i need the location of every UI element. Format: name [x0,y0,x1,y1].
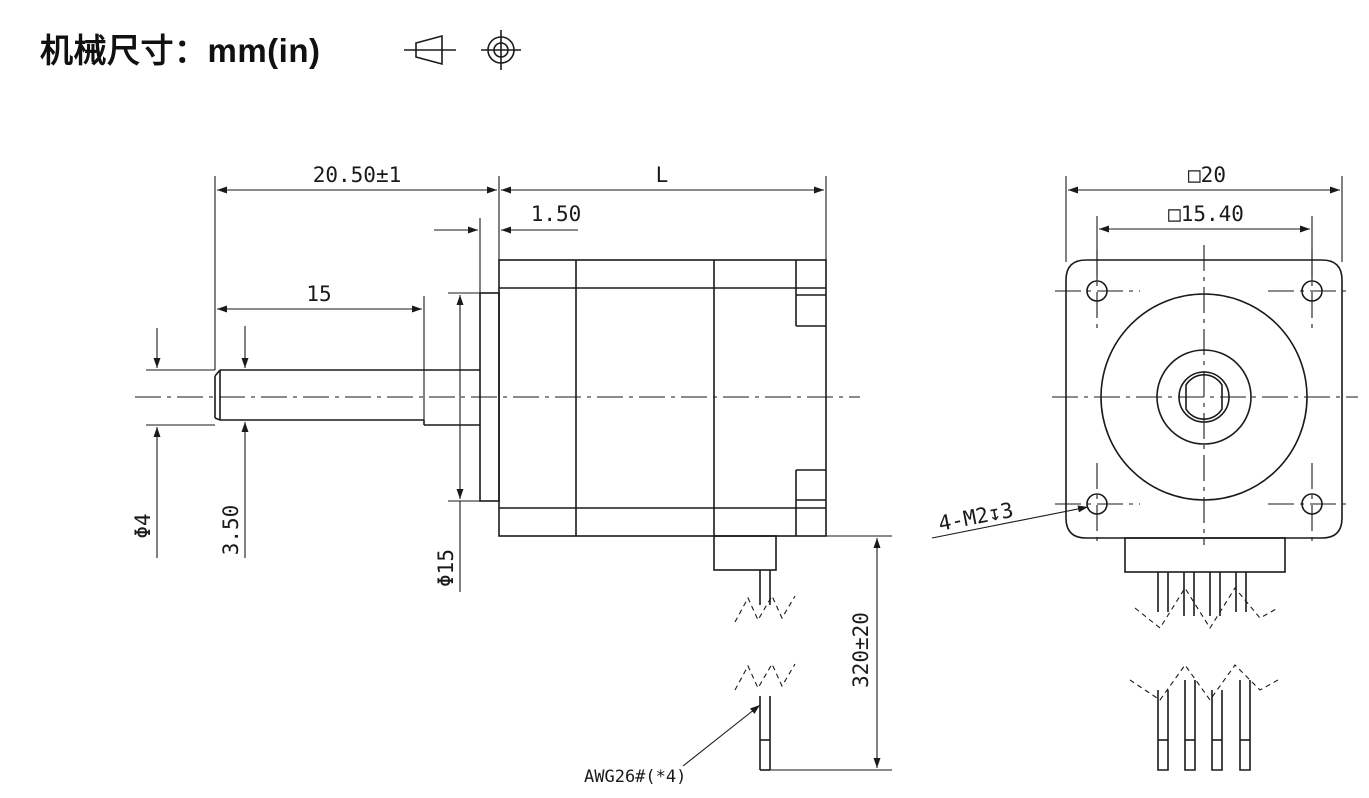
lead-wire [713,535,796,771]
motor-body [498,259,827,537]
dim-flat-length: 15 [217,282,425,420]
first-angle-projection-icon [404,30,521,70]
dim-hole-spacing: □15.40 [1096,202,1313,281]
motor-flange [1065,259,1343,539]
dim-boss-height-label: 1.50 [531,202,582,226]
front-view: □20 □15.40 4-M2↧3 [931,163,1358,771]
motor-shaft [214,369,480,426]
lead-ends [1129,664,1279,771]
side-view: 20.50±1 L 1.50 15 Φ4 [131,163,892,787]
dim-body-length: L [501,163,827,260]
dim-lead-length: 320±20 [770,535,892,771]
connector [1124,537,1286,630]
dim-shaft-diameter-label: Φ4 [131,513,155,538]
dim-shaft-diameter: Φ4 [131,328,215,558]
dim-body-length-label: L [656,163,669,187]
dim-shaft-length: 20.50±1 [214,163,500,370]
dim-boss-diameter: Φ15 [434,292,480,592]
dim-lead-length-label: 320±20 [849,612,873,688]
dim-flat-depth-label: 3.50 [219,505,243,556]
dim-boss-diameter-label: Φ15 [434,549,458,587]
dim-hole-spacing-label: □15.40 [1168,202,1244,226]
dim-flat-length-label: 15 [306,282,331,306]
shaft-flat [1185,374,1223,420]
wire-callout-label: AWG26#(*4) [584,767,686,787]
wire-callout: AWG26#(*4) [584,704,761,787]
page-title: 机械尺寸：mm(in) [40,32,321,69]
mount-hole-callout-label: 4-M2↧3 [936,498,1015,536]
dim-shaft-length-label: 20.50±1 [313,163,402,187]
dim-flat-depth: 3.50 [219,326,249,558]
dim-boss-height: 1.50 [434,202,581,293]
dim-flange-size: □20 [1065,163,1343,262]
dim-flange-size-label: □20 [1188,163,1226,187]
